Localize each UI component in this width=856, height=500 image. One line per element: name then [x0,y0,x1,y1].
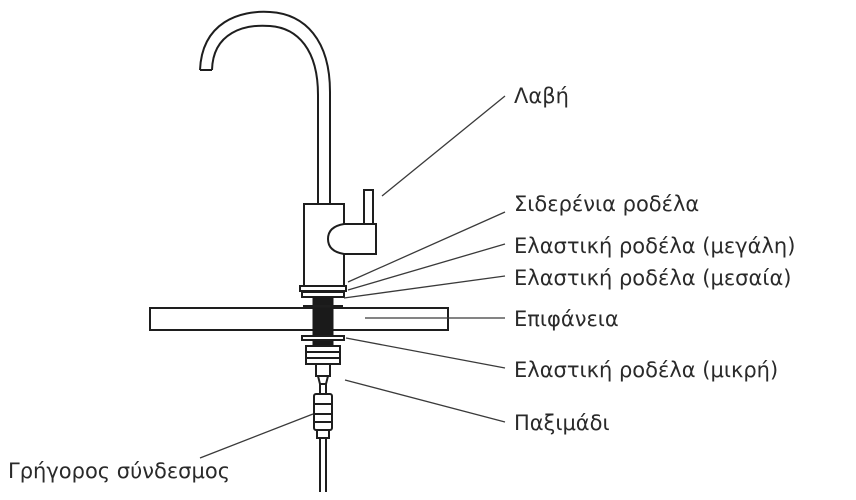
countertop-surface [149,307,449,331]
iron-washer-shape [299,285,347,292]
label-nut: Παξιμάδι [514,411,610,435]
handle-hub [326,223,377,255]
label-quick-connector: Γρήγορος σύνδεσμος [8,459,231,483]
label-rubber-washer-small: Ελαστική ροδέλα (μικρή) [514,358,779,382]
label-handle: Λαβή [514,84,569,108]
rubber-washer-large-shape [301,291,345,298]
spout [199,10,331,205]
nut-neck [316,375,330,385]
shank-through [312,307,334,331]
leader-rubber-large [347,243,506,291]
spout-inner [211,24,319,205]
leader-quick-connector [199,413,314,459]
label-iron-washer: Σιδερένια ροδέλα [514,192,700,216]
rubber-washer-small-shape [301,335,345,341]
quick-connector-shape [313,393,333,431]
nut-shape [305,345,341,365]
label-surface: Επιφάνεια [514,307,619,331]
leader-nut [344,379,506,423]
label-rubber-washer-large: Ελαστική ροδέλα (μεγάλη) [514,234,796,258]
leader-rubber-small [345,337,506,369]
leader-iron-washer [347,211,506,283]
nut-stem [315,363,331,377]
leader-rubber-medium [343,275,506,299]
leader-handle [381,95,506,197]
label-rubber-washer-medium: Ελαστική ροδέλα (μεσαία) [514,266,792,290]
